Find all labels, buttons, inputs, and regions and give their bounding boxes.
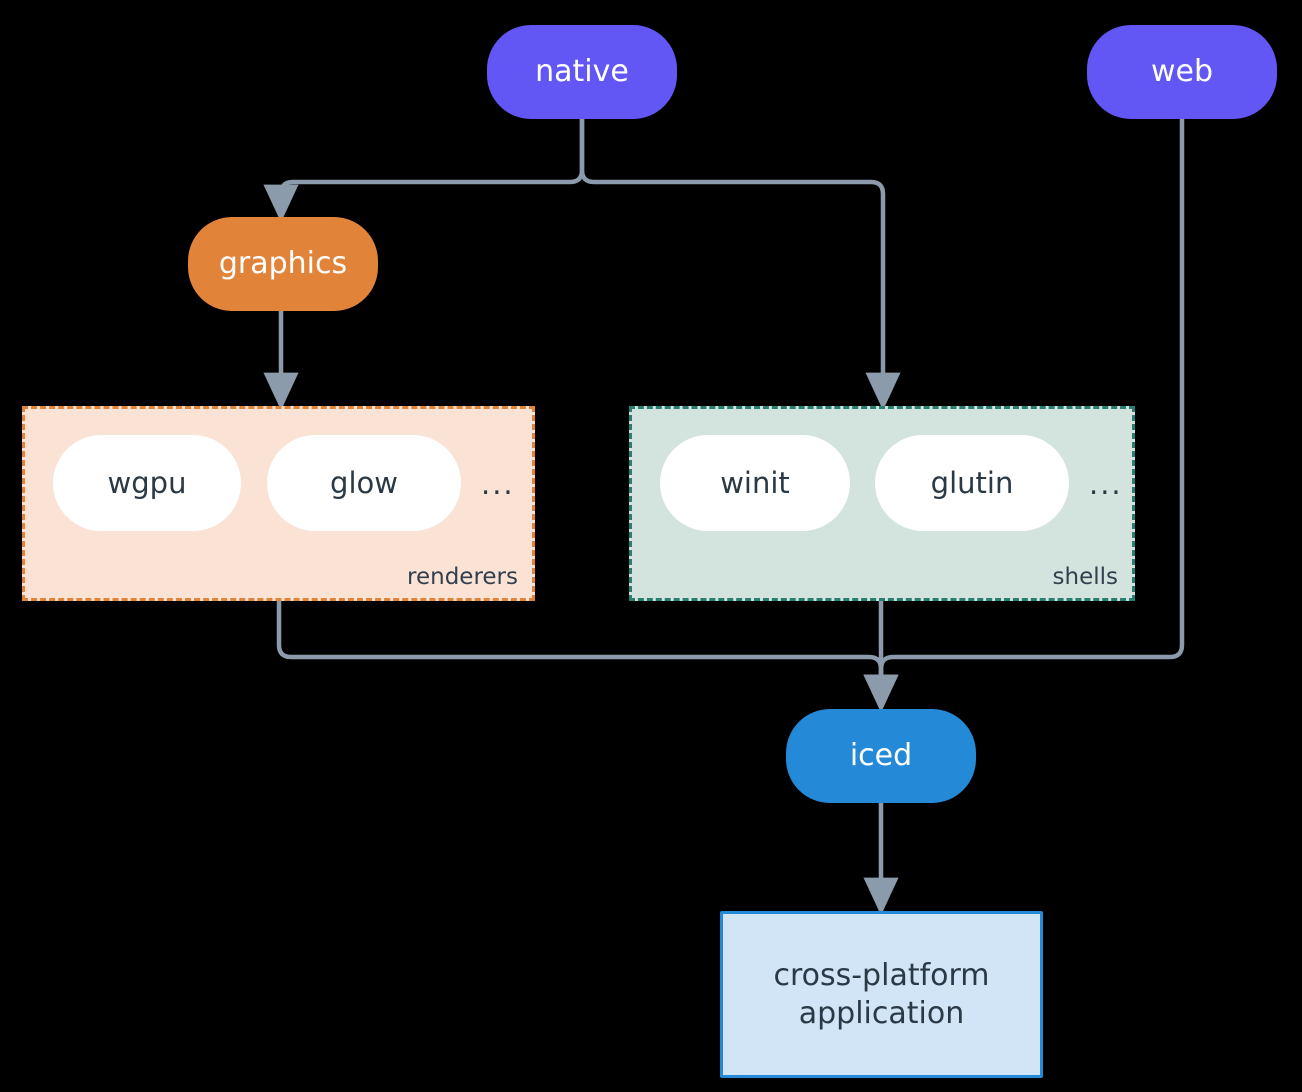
- node-glutin[interactable]: glutin: [875, 435, 1069, 531]
- edge-native-to-graphics: [263, 119, 585, 223]
- renderers-more-ellipsis: ...: [481, 467, 515, 501]
- group-shells-label: shells: [1052, 564, 1118, 590]
- node-iced[interactable]: iced: [786, 709, 976, 803]
- node-web-label: web: [1150, 54, 1214, 90]
- shells-more-ellipsis: ...: [1089, 467, 1123, 501]
- node-glow-label: glow: [330, 466, 398, 500]
- group-renderers-label: renderers: [407, 564, 518, 590]
- node-glow[interactable]: glow: [267, 435, 461, 531]
- application-label-line-2: application: [798, 995, 965, 1031]
- edge-renderers-to-iced: [276, 601, 899, 713]
- node-wgpu[interactable]: wgpu: [53, 435, 241, 531]
- node-winit-label: winit: [720, 466, 790, 500]
- group-shells: winit glutin ... shells: [629, 406, 1135, 601]
- node-native[interactable]: native: [487, 25, 677, 119]
- node-graphics[interactable]: graphics: [188, 217, 378, 311]
- node-graphics-label: graphics: [218, 246, 348, 282]
- edge-native-to-shells: [579, 119, 901, 411]
- node-winit[interactable]: winit: [660, 435, 850, 531]
- group-renderers: wgpu glow ... renderers: [22, 406, 535, 601]
- application-label-line-1: cross-platform: [773, 958, 990, 993]
- node-glutin-label: glutin: [930, 466, 1014, 500]
- node-native-label: native: [535, 54, 629, 90]
- node-cross-platform-application[interactable]: cross-platform application: [720, 911, 1043, 1078]
- node-iced-label: iced: [849, 738, 913, 774]
- node-web[interactable]: web: [1087, 25, 1277, 119]
- node-wgpu-label: wgpu: [107, 466, 187, 500]
